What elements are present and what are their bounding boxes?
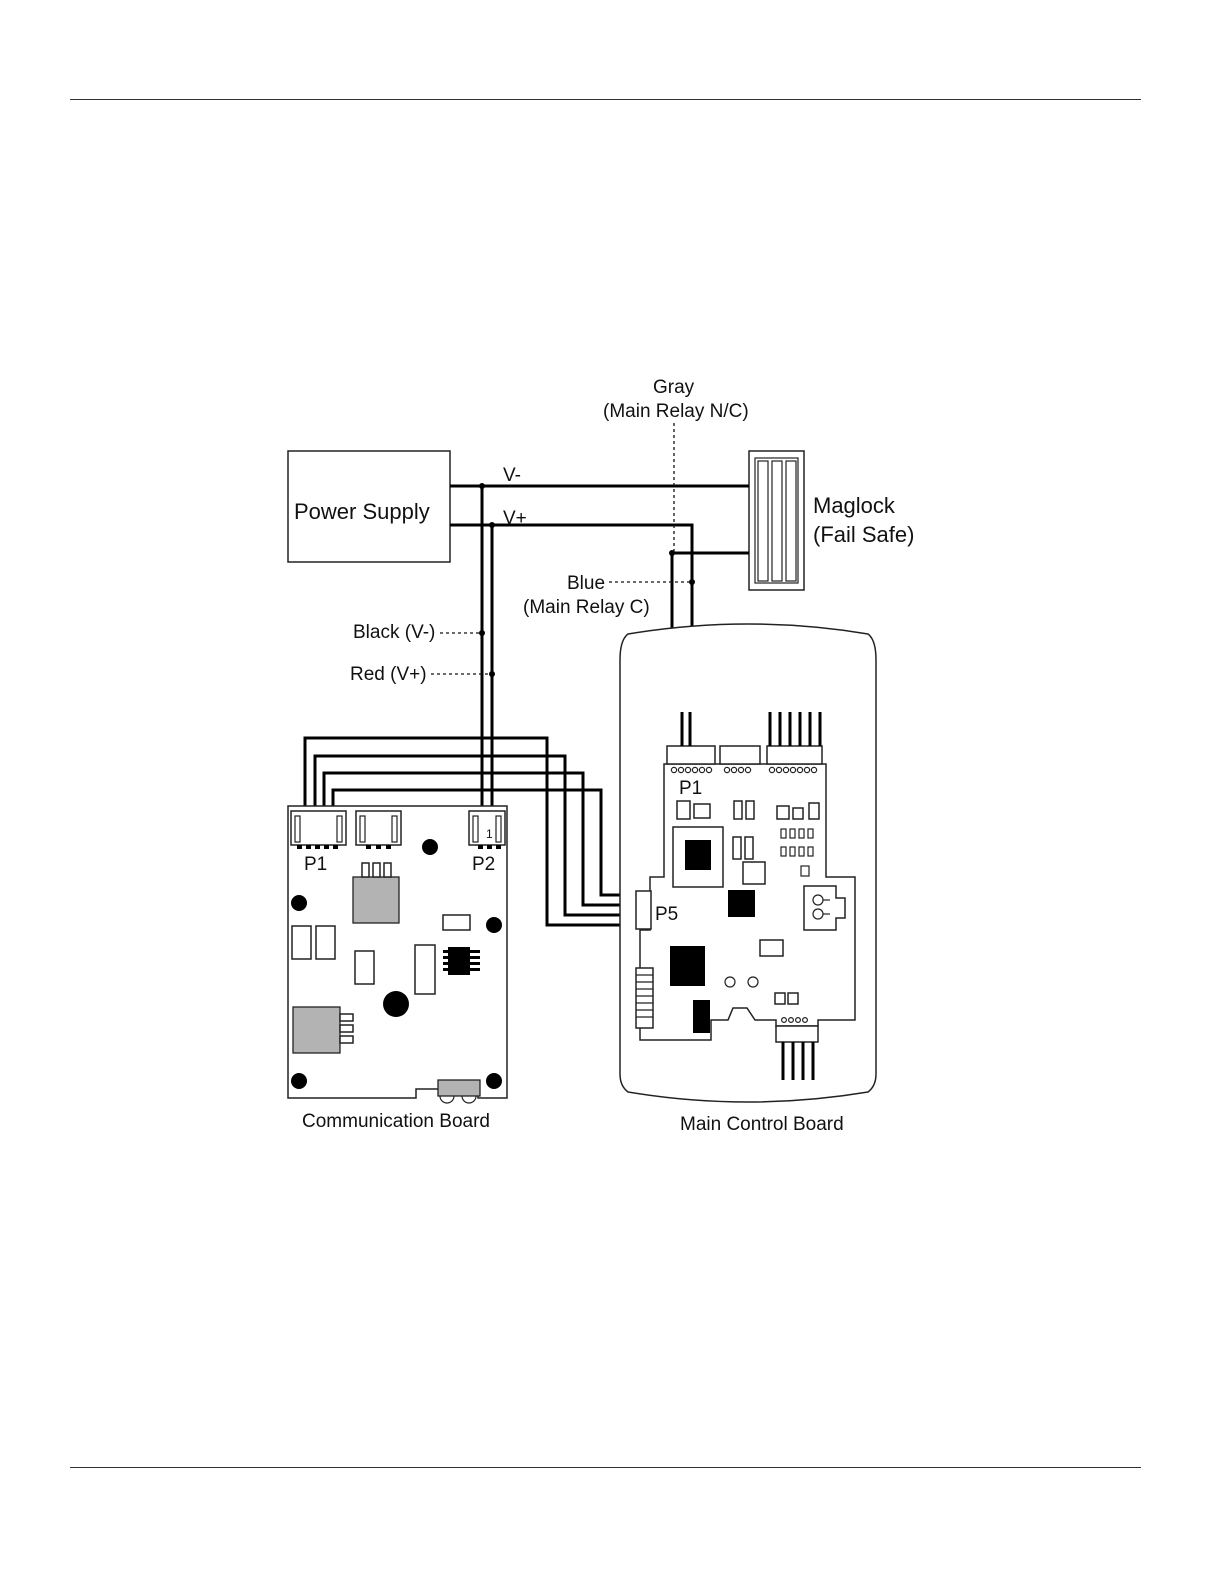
gray-wire-label: Gray xyxy=(653,377,695,398)
comm-p1-label: P1 xyxy=(304,854,327,875)
red-wire-marker xyxy=(489,671,495,677)
maglock-device xyxy=(749,451,804,590)
main-relay-c-label: (Main Relay C) xyxy=(523,597,650,618)
red-wire-label: Red (V+) xyxy=(350,664,427,685)
maglock-fail-safe-label: (Fail Safe) xyxy=(813,522,914,547)
communication-board xyxy=(288,806,507,1103)
comm-p2-label: P2 xyxy=(472,854,495,875)
v-minus-label: V- xyxy=(503,465,521,486)
main-relay-nc-label: (Main Relay N/C) xyxy=(603,401,749,422)
main-control-board xyxy=(636,746,855,1042)
main-p5-label: P5 xyxy=(655,904,678,925)
comm-pin-one-label: 1 xyxy=(486,827,493,841)
maglock-label: Maglock xyxy=(813,493,896,518)
main-control-board-label: Main Control Board xyxy=(680,1114,844,1135)
black-wire-label: Black (V-) xyxy=(353,622,435,643)
v-plus-label: V+ xyxy=(503,508,527,529)
power-supply-label: Power Supply xyxy=(294,499,430,524)
communication-board-label: Communication Board xyxy=(302,1111,490,1132)
main-p1-label: P1 xyxy=(679,778,702,799)
blue-wire-label: Blue xyxy=(567,573,605,594)
black-wire-marker xyxy=(479,630,485,636)
